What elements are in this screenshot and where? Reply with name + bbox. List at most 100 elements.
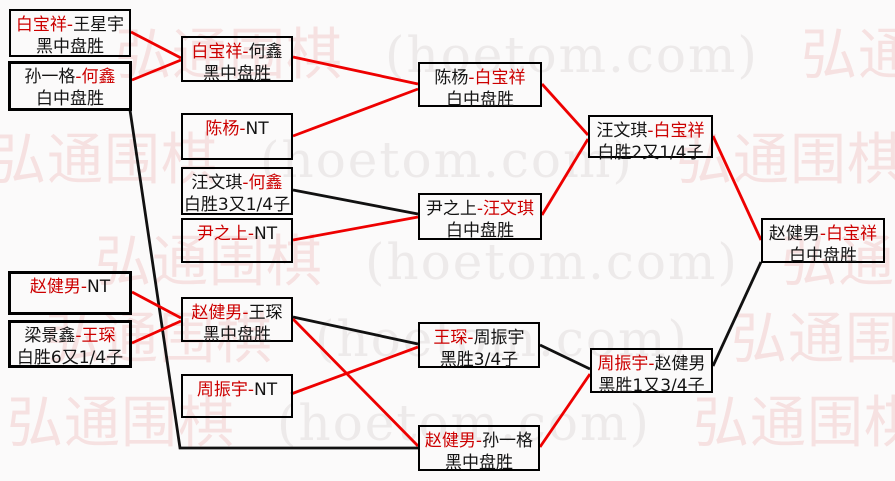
- result-text: 白中盘胜: [36, 89, 104, 109]
- connector-red-8: [540, 83, 590, 136]
- result-text: 黑中盘胜: [445, 453, 513, 473]
- connector-red-9: [540, 138, 590, 216]
- result-text: 白胜3又1/4子: [183, 195, 291, 215]
- player-name: 王琛: [248, 303, 283, 323]
- match-players: 白宝祥-何鑫: [183, 41, 291, 63]
- match-box-m7: 陈杨-白宝祥白中盘胜: [418, 62, 542, 110]
- winner-name: 尹之上-: [196, 224, 255, 244]
- winner-name: 白宝祥-: [15, 15, 74, 35]
- player-name: 周振宇: [473, 328, 525, 348]
- connector-red-2: [131, 58, 182, 82]
- connector-red-10: [711, 135, 763, 241]
- match-result: 白中盘胜: [420, 220, 540, 242]
- match-result: 黑中盘胜: [11, 36, 129, 58]
- player-name: 孙一格: [24, 67, 76, 87]
- match-players: 周振宇-赵健男: [592, 353, 711, 375]
- result-text: 白中盘胜: [446, 90, 514, 110]
- winner-name: -白宝祥: [468, 68, 526, 88]
- result-text: 白胜6又1/4子: [16, 348, 124, 368]
- winner-name: 周振宇-: [597, 354, 655, 374]
- match-box-m17: 赵健男-白宝祥白中盘胜: [761, 218, 885, 266]
- connector-red-7: [292, 215, 419, 242]
- watermark-cjk-text: 弘通围棋: [692, 391, 895, 456]
- match-result: 白胜3又1/4子: [183, 194, 291, 216]
- match-result: 黑胜1又3/4子: [592, 375, 711, 397]
- player-name: 陈杨: [434, 68, 469, 88]
- match-players: 赵健男-NT: [11, 276, 129, 298]
- match-result: 黑中盘胜: [183, 324, 291, 346]
- match-players: 汪文琪-何鑫: [183, 172, 291, 194]
- match-players: 陈杨-NT: [183, 118, 291, 140]
- connector-red-12: [131, 319, 182, 345]
- match-players: 孙一格-何鑫: [11, 66, 129, 88]
- connector-red-14: [292, 318, 419, 447]
- winner-name: -何鑫: [75, 67, 116, 87]
- match-box-m3: 白宝祥-何鑫黑中盘胜: [181, 36, 293, 84]
- result-text: 黑中盘胜: [36, 37, 104, 57]
- connector-black-16: [539, 343, 591, 371]
- match-box-m8: 尹之上-汪文琪白中盘胜: [418, 193, 542, 242]
- watermark-latin-text: (hoetom.com): [277, 394, 651, 452]
- winner-name: -白宝祥: [819, 224, 878, 244]
- match-result: 白胜2又1/4子: [590, 142, 711, 164]
- watermark-row-2: 弘通围棋(hoetom.com)弘通围棋(hoetom.com): [0, 133, 895, 189]
- connector-black-6: [292, 188, 419, 216]
- player-name: 赵健男: [768, 224, 820, 244]
- match-result: 白中盘胜: [420, 89, 540, 111]
- match-players: 尹之上-汪文琪: [420, 198, 540, 220]
- match-result: 黑胜3/4子: [420, 349, 538, 371]
- player-name: NT: [254, 224, 278, 244]
- winner-name: -王琛: [75, 326, 116, 346]
- player-name: 孙一格: [482, 431, 534, 451]
- connector-red-1: [130, 30, 182, 60]
- result-text: 白中盘胜: [789, 246, 857, 266]
- result-text: 黑中盘胜: [203, 325, 271, 345]
- result-text: 白中盘胜: [446, 221, 514, 241]
- match-box-m14: 王琛-周振宇黑胜3/4子: [418, 322, 540, 371]
- match-players: 王琛-周振宇: [420, 327, 538, 349]
- result-text: 黑中盘胜: [203, 64, 271, 84]
- winner-name: -汪文琪: [476, 199, 535, 219]
- match-result: 白胜6又1/4子: [11, 347, 129, 369]
- player-name: 赵健男: [654, 354, 706, 374]
- match-players: 周振宇-NT: [183, 379, 291, 401]
- watermark-latin-text: (hoetom.com): [365, 233, 739, 291]
- match-box-m15: 赵健男-孙一格黑中盘胜: [418, 425, 540, 473]
- winner-name: 赵健男-: [424, 431, 483, 451]
- match-box-m6: 尹之上-NT: [181, 218, 293, 263]
- match-box-m1: 白宝祥-王星宇黑中盘胜: [9, 9, 131, 57]
- watermark-cjk-text: 弘通围棋: [800, 23, 895, 88]
- winner-name: 白宝祥-: [191, 42, 249, 62]
- result-text: 黑胜3/4子: [439, 350, 519, 370]
- player-name: 尹之上: [425, 199, 477, 219]
- match-box-m4: 陈杨-NT: [181, 113, 293, 160]
- match-players: 白宝祥-王星宇: [11, 14, 129, 36]
- connector-red-17: [538, 373, 592, 448]
- player-name: 何鑫: [248, 42, 283, 62]
- player-name: 梁景鑫: [24, 326, 76, 346]
- match-players: 赵健男-王琛: [183, 302, 291, 324]
- match-box-m12: 赵健男-王琛黑中盘胜: [181, 297, 293, 345]
- watermark-latin-text: (hoetom.com): [385, 26, 759, 84]
- connector-red-5: [292, 87, 419, 138]
- result-text: 白胜2又1/4子: [597, 143, 704, 163]
- winner-name: -白宝祥: [647, 121, 705, 141]
- winner-name: -何鑫: [242, 173, 283, 193]
- winner-name: 陈杨-: [205, 119, 246, 139]
- player-name: 汪文琪: [596, 121, 648, 141]
- match-box-m5: 汪文琪-何鑫白胜3又1/4子: [181, 167, 293, 215]
- winner-name: 赵健男-: [191, 303, 249, 323]
- winner-name: 王琛-: [433, 328, 474, 348]
- player-name: NT: [254, 380, 278, 400]
- match-box-m11: 梁景鑫-王琛白胜6又1/4子: [8, 320, 132, 368]
- watermark-cjk-text: 弘通围棋: [730, 307, 895, 372]
- connector-red-15: [290, 345, 419, 396]
- match-box-m13: 周振宇-NT: [181, 374, 293, 418]
- player-name: NT: [245, 119, 269, 139]
- match-players: 梁景鑫-王琛: [11, 325, 129, 347]
- winner-name: 周振宇-: [196, 380, 255, 400]
- player-name: NT: [87, 277, 111, 297]
- match-box-m2: 孙一格-何鑫白中盘胜: [8, 61, 132, 111]
